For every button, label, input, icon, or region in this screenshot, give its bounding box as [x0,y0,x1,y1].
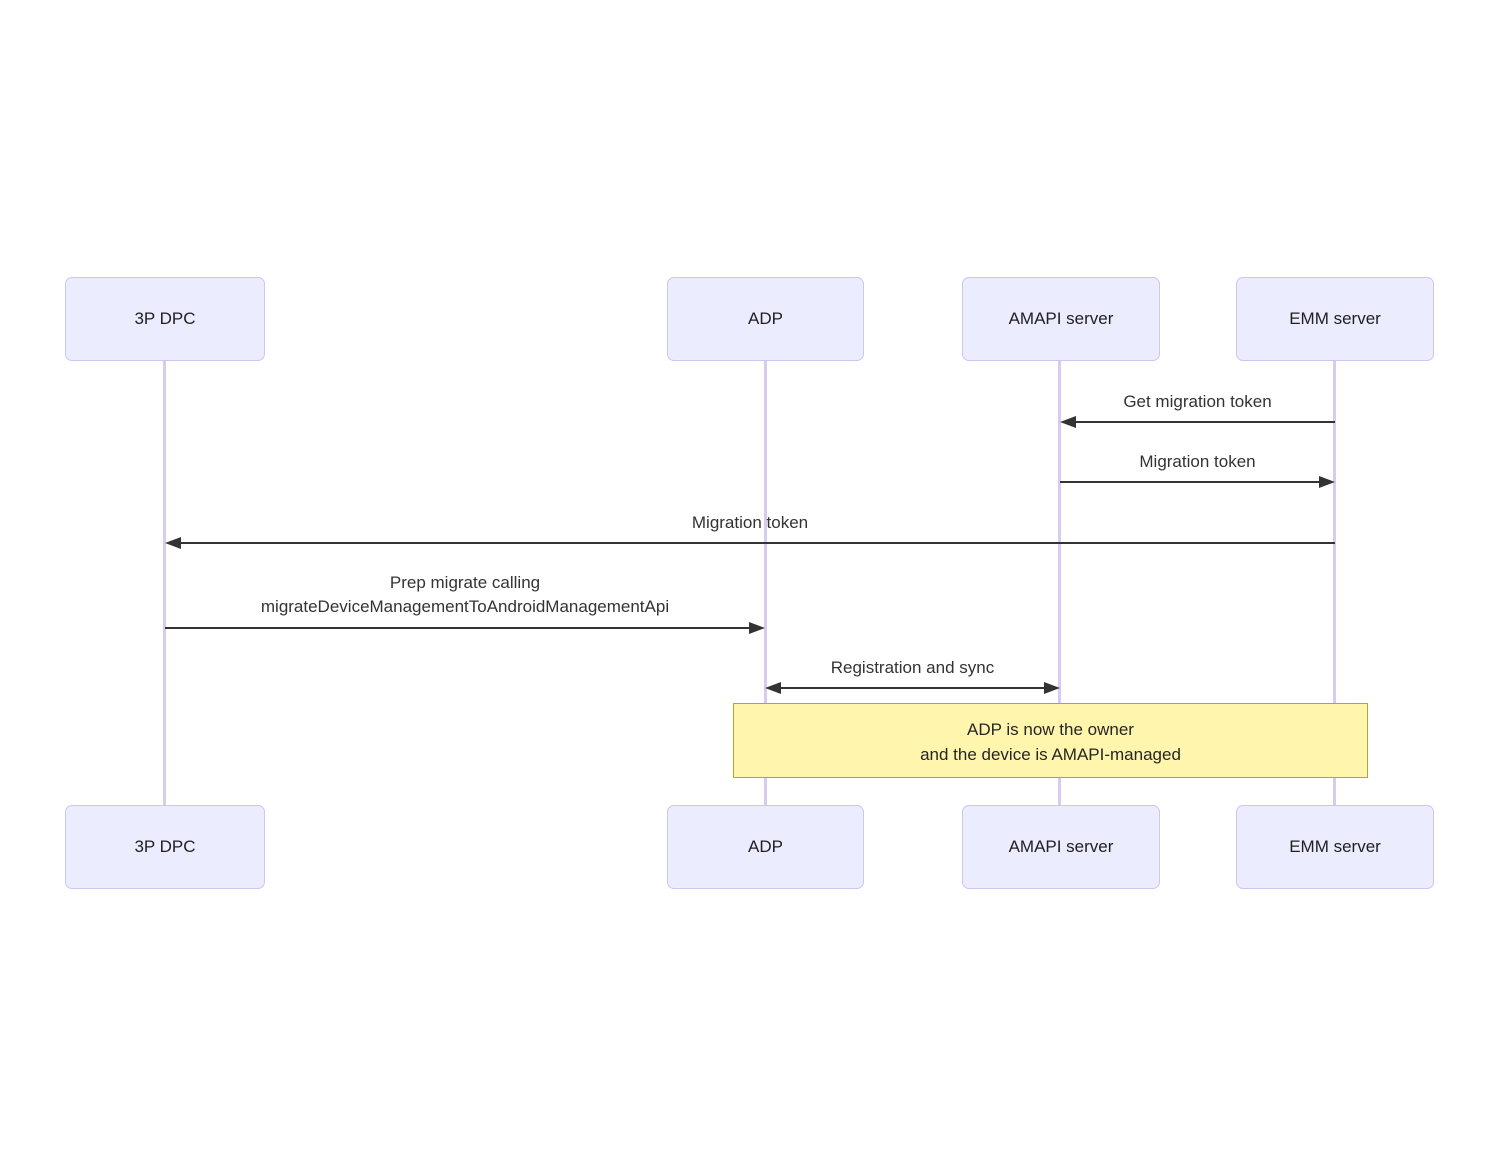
actor-label: EMM server [1289,837,1381,856]
arrow-line [1074,421,1335,423]
arrowhead-left [165,537,181,549]
lifeline-3p-dpc [163,360,166,806]
lifeline-adp [764,360,767,806]
message-label-line2: migrateDeviceManagementToAndroidManageme… [260,597,670,616]
actor-label: AMAPI server [1008,837,1114,856]
message-label-line1: Prep migrate calling [389,573,541,592]
actor-bottom-3p-dpc: 3P DPC [65,805,265,889]
actor-top-adp: ADP [667,277,864,361]
note-line1: ADP is now the owner [967,720,1134,739]
arrowhead-right [1319,476,1335,488]
arrowhead-right [1044,682,1060,694]
actor-top-emm-server: EMM server [1236,277,1434,361]
message-get-migration-token: Get migration token [1060,391,1335,429]
message-prep-migrate: Prep migrate calling migrateDeviceManage… [165,571,765,635]
arrow-line [165,627,751,629]
arrow-line [179,542,1335,544]
actor-label: 3P DPC [134,837,196,856]
message-migration-token-to-dpc: Migration token [165,512,1335,550]
message-arrow [1060,415,1335,429]
message-label: Migration token [1139,452,1256,471]
actor-label: AMAPI server [1008,309,1114,328]
message-arrow [165,621,765,635]
actor-top-amapi-server: AMAPI server [962,277,1160,361]
message-arrow [765,681,1060,695]
message-label: Get migration token [1123,392,1272,411]
note-line2: and the device is AMAPI-managed [920,745,1181,764]
lifeline-amapi-server [1058,360,1061,806]
note-adp-owner: ADP is now the owner and the device is A… [733,703,1368,778]
arrow-line [1060,481,1321,483]
message-arrow [165,536,1335,550]
lifeline-emm-server [1333,360,1336,806]
message-label: Migration token [691,513,809,532]
actor-label: ADP [748,309,783,328]
actor-top-3p-dpc: 3P DPC [65,277,265,361]
actor-label: 3P DPC [134,309,196,328]
arrowhead-right [749,622,765,634]
message-label: Registration and sync [830,658,995,677]
arrowhead-left [765,682,781,694]
message-migration-token-to-emm: Migration token [1060,451,1335,489]
arrow-line [779,687,1046,689]
arrowhead-left [1060,416,1076,428]
message-registration-and-sync: Registration and sync [765,657,1060,695]
actor-label: EMM server [1289,309,1381,328]
actor-label: ADP [748,837,783,856]
actor-bottom-adp: ADP [667,805,864,889]
actor-bottom-emm-server: EMM server [1236,805,1434,889]
message-arrow [1060,475,1335,489]
actor-bottom-amapi-server: AMAPI server [962,805,1160,889]
